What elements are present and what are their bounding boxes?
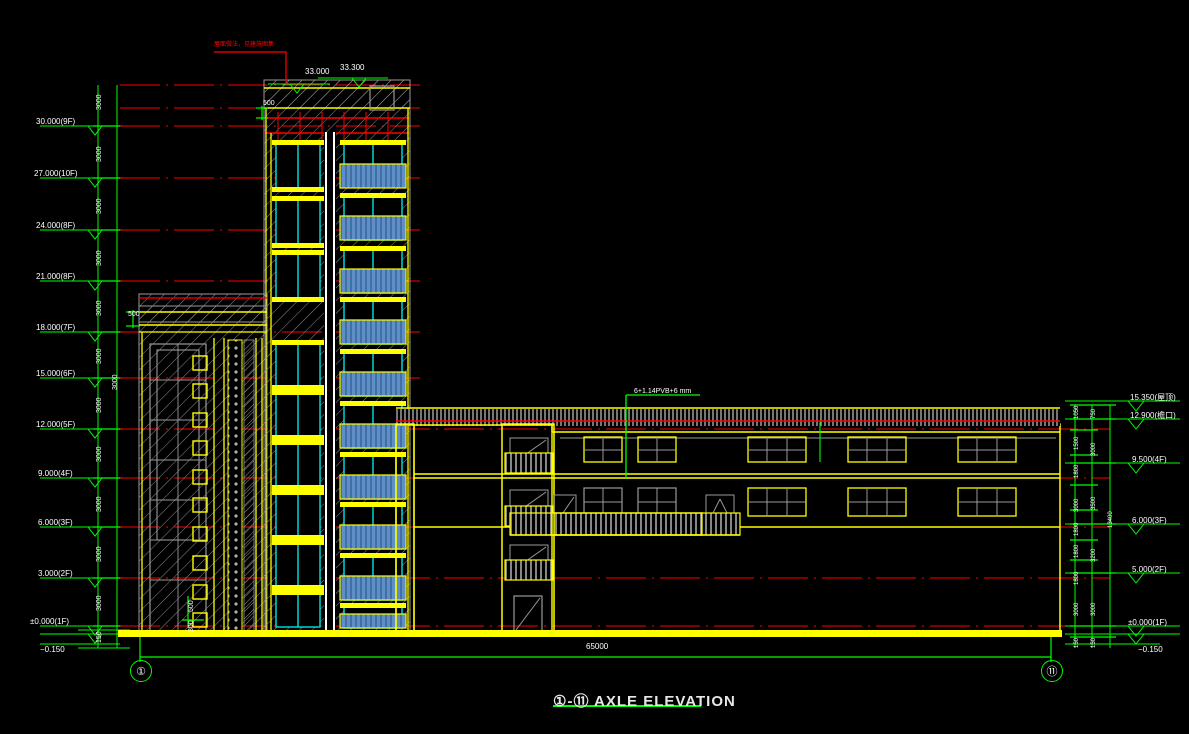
right-level-symbols xyxy=(1127,400,1145,645)
right-dim-outer: 3500 xyxy=(1091,496,1097,510)
podium-texture-column xyxy=(227,339,243,633)
right-dim-inner: 1800 xyxy=(1074,522,1080,536)
left-dim-value: 3000 xyxy=(96,546,103,562)
right-elev-label: 6.000(3F) xyxy=(1132,516,1167,525)
left-elev-label: 15.000(6F) xyxy=(36,369,76,378)
tower-parapet-studs xyxy=(277,112,389,140)
wing-upper-windows xyxy=(583,436,1017,463)
right-dim-inner: 1800 xyxy=(1074,571,1080,585)
right-dim-outer: 3000 xyxy=(1091,602,1097,616)
overall-dimension-label: 65000 xyxy=(586,642,609,651)
right-dim-inner: 3000 xyxy=(1074,498,1080,512)
tower-parapet-dim xyxy=(256,106,268,120)
left-elev-label: 18.000(7F) xyxy=(36,323,76,332)
right-dim-outer: 150 xyxy=(1091,637,1097,648)
left-dim-value: 3000 xyxy=(96,348,103,364)
parapet-dim-top-label: 500 xyxy=(263,100,275,107)
left-elev-label: 24.000(8F) xyxy=(36,221,76,230)
top-elevation-ticks xyxy=(268,77,388,85)
left-elev-label: 6.000(3F) xyxy=(38,518,73,527)
left-elev-label: −0.150 xyxy=(40,645,65,654)
left-dim-value: 3000 xyxy=(96,446,103,462)
roof-parapet-rail xyxy=(396,409,1060,426)
base-dim-a-label: 500 xyxy=(188,600,195,612)
axis-marker-10[interactable]: ⑪ xyxy=(1041,660,1063,682)
drawing-title: ①-⑪ AXLE ELEVATION xyxy=(553,693,736,710)
right-dim-inner: 3000 xyxy=(1074,602,1080,616)
right-dim-inner: 150 xyxy=(1074,637,1080,648)
right-dim-outer: 750 xyxy=(1091,408,1097,419)
axis-marker-1[interactable]: ① xyxy=(130,660,152,682)
right-dim-total: 13400 xyxy=(1108,511,1114,528)
right-elev-label: −0.150 xyxy=(1138,645,1163,654)
roof-note-leader xyxy=(214,51,287,84)
right-elev-label: 9.500(4F) xyxy=(1132,455,1167,464)
right-elev-label: 5.000(2F) xyxy=(1132,565,1167,574)
right-dimension-ticks xyxy=(1070,404,1116,638)
right-elev-label: ±0.000(1F) xyxy=(1128,618,1168,627)
podium-vertical-bands xyxy=(141,332,263,632)
left-dimension-grid xyxy=(78,85,130,649)
tower-service-shaft xyxy=(325,132,335,632)
left-elev-label: ±0.000(1F) xyxy=(30,617,70,626)
right-dim-inner: 1050 xyxy=(1074,405,1080,419)
axis-extension-lines xyxy=(139,637,1052,660)
left-dim-value: 3000 xyxy=(96,198,103,214)
left-dim-value: 3000 xyxy=(96,250,103,266)
right-elev-label: 12.900(檐口) xyxy=(1130,411,1176,420)
base-dims xyxy=(182,596,204,628)
left-dim-value: 3000 xyxy=(96,146,103,162)
left-elev-label: 9.000(4F) xyxy=(38,469,73,478)
base-dim-b-label: 300 xyxy=(188,620,195,632)
left-dim-value: 3000 xyxy=(96,496,103,512)
tower-right-balcony-column xyxy=(339,140,407,629)
left-dim-value: 3000 xyxy=(96,595,103,611)
left-dim-value: 150 xyxy=(96,631,103,643)
podium-parapet-dim xyxy=(126,310,140,328)
right-dim-inner: 1800 xyxy=(1074,464,1080,478)
left-dim-value: 3000 xyxy=(96,397,103,413)
left-dim-value: 3000 xyxy=(96,300,103,316)
roof-note-label: 屋面做法，见建施图集 xyxy=(214,42,275,48)
left-elev-label: 12.000(5F) xyxy=(36,420,76,429)
second-floor-balcony-rail xyxy=(553,512,703,536)
right-dimension-grid xyxy=(1074,405,1111,648)
left-elevation-ticks xyxy=(40,125,145,645)
wing-floor-bands xyxy=(414,473,1060,633)
right-dim-inner: 1800 xyxy=(1074,544,1080,558)
top-elev-label: 33.000 xyxy=(305,67,330,76)
left-elev-label: 27.000(10F) xyxy=(34,169,78,178)
left-dim-value: 3000 xyxy=(96,94,103,110)
left-elev-label: 3.000(2F) xyxy=(38,569,73,578)
left-dim-value-secondary: 3000 xyxy=(112,374,119,390)
right-dim-inner: 1500 xyxy=(1074,436,1080,450)
left-elev-label: 21.000(8F) xyxy=(36,272,76,281)
glazing-note-label: 6+1.14PVB+6 mm xyxy=(634,388,692,395)
parapet-dim-mid-label: 500 xyxy=(128,311,140,318)
right-dim-outer: 3200 xyxy=(1091,548,1097,562)
left-dimension-ticks xyxy=(93,125,122,627)
left-elev-label: 30.000(9F) xyxy=(36,117,76,126)
left-level-symbols xyxy=(87,125,103,644)
ground-line xyxy=(118,630,1062,637)
top-elev-label: 33.300 xyxy=(340,63,365,72)
right-elev-label: 15.350(屋顶) xyxy=(1130,393,1176,402)
tower-left-window-column xyxy=(272,140,324,628)
right-dim-outer: 3000 xyxy=(1091,442,1097,456)
tower-parapet-beams xyxy=(264,117,410,134)
